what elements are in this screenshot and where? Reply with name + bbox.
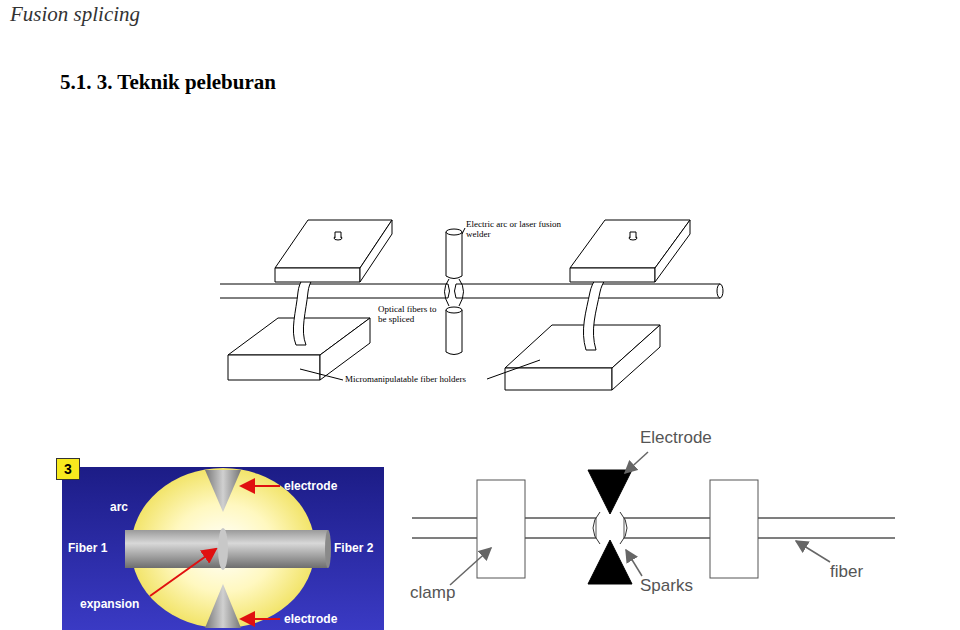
heading: 5.1. 3. Teknik peleburan bbox=[60, 70, 276, 95]
part-label: Electric arc or laser fusion welder bbox=[466, 219, 566, 240]
part-label: Micromanipulatable fiber holders bbox=[345, 374, 466, 384]
part-label: expansion bbox=[80, 597, 139, 611]
part-label: electrode bbox=[284, 479, 337, 493]
part-label: Electrode bbox=[640, 428, 712, 448]
arc-photo-panel bbox=[62, 467, 384, 630]
schematic-drawing bbox=[412, 452, 895, 585]
part-label: Fiber 1 bbox=[68, 541, 107, 555]
part-label: electrode bbox=[284, 612, 337, 626]
part-label: fiber bbox=[830, 562, 863, 582]
part-label: arc bbox=[110, 500, 128, 514]
part-label: Sparks bbox=[640, 576, 693, 596]
part-label: Fiber 2 bbox=[334, 541, 373, 555]
callout-number: 3 bbox=[64, 461, 72, 477]
fiber-holder-drawing bbox=[220, 220, 723, 390]
part-label: Optical fibers to be spliced bbox=[378, 304, 440, 325]
callout-badge: 3 bbox=[56, 458, 80, 480]
header-note: Fusion splicing bbox=[10, 2, 140, 27]
part-label: clamp bbox=[410, 583, 455, 603]
